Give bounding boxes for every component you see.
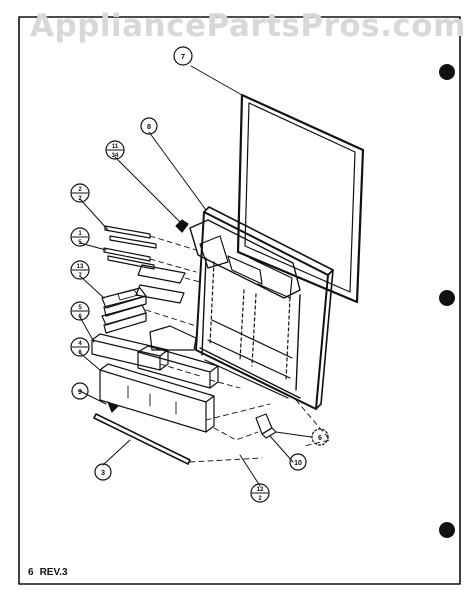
callout-label: 11 bbox=[112, 144, 119, 150]
part-strip-upper bbox=[104, 225, 157, 249]
callout-11-34 bbox=[105, 140, 125, 160]
callout-label: 13 bbox=[77, 264, 84, 270]
page-footer: 6 REV.3 bbox=[28, 567, 74, 578]
callout-label: 6 bbox=[78, 350, 82, 356]
callout-label: 34 bbox=[112, 153, 119, 159]
binder-hole bbox=[439, 64, 455, 80]
diagram-border bbox=[18, 16, 461, 585]
callout-circles bbox=[70, 46, 329, 503]
callout-10 bbox=[289, 453, 307, 471]
callout-label: 2 bbox=[258, 496, 262, 502]
callout-label: 6 bbox=[318, 435, 322, 442]
callout-label: 7 bbox=[78, 273, 82, 279]
watermark-text: AppliancePartsPros.com bbox=[30, 8, 466, 44]
part-liner-cap bbox=[149, 325, 197, 351]
callout-3 bbox=[94, 463, 112, 481]
callout-label: 6 bbox=[78, 314, 82, 320]
callout-label: 2 bbox=[78, 187, 82, 193]
binder-hole bbox=[439, 290, 455, 306]
callout-label: 7 bbox=[181, 52, 185, 61]
callout-label: 10 bbox=[294, 460, 302, 467]
part-door-shelf bbox=[91, 333, 169, 371]
assembly-dashed-lines bbox=[145, 235, 331, 463]
callout-label: 1 bbox=[78, 231, 82, 237]
part-strip-lower bbox=[103, 247, 155, 270]
callout-5-6 bbox=[70, 301, 90, 321]
part-label-panels bbox=[135, 264, 186, 304]
callout-1-5 bbox=[70, 227, 90, 247]
part-hinge-bracket bbox=[255, 413, 277, 439]
callout-label: 4 bbox=[78, 341, 82, 347]
page-number: 6 bbox=[28, 567, 34, 578]
part-liner-clip bbox=[175, 219, 189, 233]
callout-6 bbox=[311, 428, 329, 446]
callout-13-7 bbox=[70, 260, 90, 280]
part-trim-strip bbox=[93, 413, 191, 465]
callout-12-2 bbox=[250, 483, 270, 503]
callout-9 bbox=[71, 382, 89, 400]
callout-label: 5 bbox=[78, 240, 82, 246]
callout-7 bbox=[173, 46, 193, 66]
callout-2-2 bbox=[70, 183, 90, 203]
part-door-shelf-lower bbox=[137, 345, 219, 389]
callout-label: 2 bbox=[78, 196, 82, 202]
callout-label: 8 bbox=[147, 122, 151, 131]
part-door-gasket bbox=[236, 93, 365, 304]
callout-label: 3 bbox=[101, 468, 105, 477]
part-bin bbox=[99, 363, 215, 433]
part-butter-dishes bbox=[101, 287, 147, 334]
binder-hole bbox=[439, 522, 455, 538]
callout-4-6 bbox=[70, 337, 90, 357]
part-door-liner bbox=[189, 206, 334, 410]
callout-label: 12 bbox=[257, 487, 264, 493]
revision-label: REV.3 bbox=[39, 567, 68, 578]
callout-label: 5 bbox=[78, 305, 82, 311]
callout-8 bbox=[140, 117, 158, 135]
callout-label: 9 bbox=[78, 387, 82, 396]
